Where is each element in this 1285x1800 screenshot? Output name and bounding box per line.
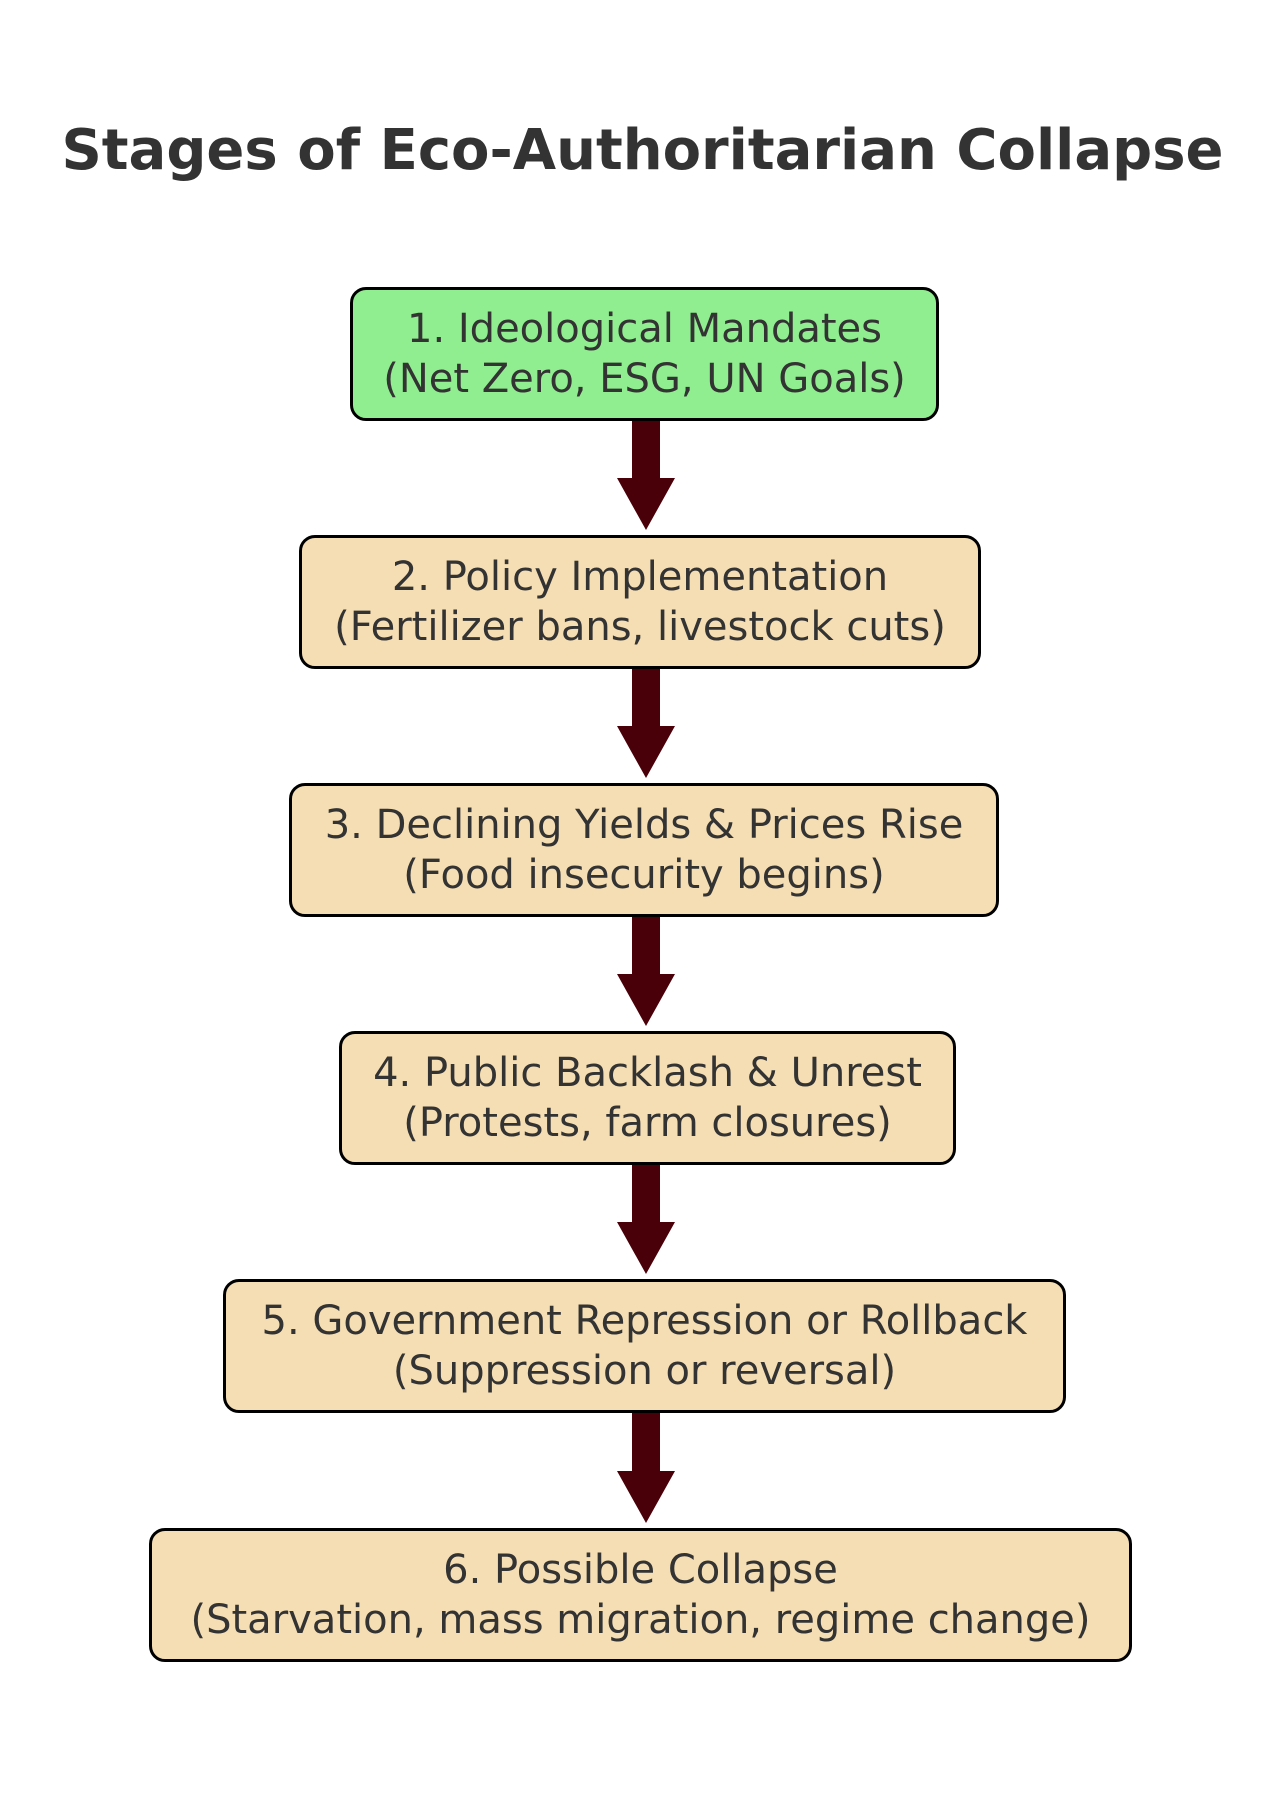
stage-2-detail: (Fertilizer bans, livestock cuts)	[334, 604, 946, 650]
diagram-title: Stages of Eco-Authoritarian Collapse	[61, 118, 1224, 183]
stage-5-box: 5. Government Repression or Rollback (Su…	[223, 1279, 1066, 1413]
stage-3-detail: (Food insecurity begins)	[403, 852, 885, 898]
arrow-2-to-3	[617, 668, 675, 778]
arrow-4-to-5	[617, 1164, 675, 1274]
arrow-1-to-2	[617, 420, 675, 530]
stage-1-box: 1. Ideological Mandates (Net Zero, ESG, …	[350, 287, 939, 421]
stage-1-title: 1. Ideological Mandates	[407, 306, 882, 352]
stage-6-title: 6. Possible Collapse	[443, 1547, 838, 1593]
stage-5-title: 5. Government Repression or Rollback	[261, 1298, 1028, 1344]
stage-6-detail: (Starvation, mass migration, regime chan…	[190, 1597, 1091, 1643]
stage-4-box: 4. Public Backlash & Unrest (Protests, f…	[339, 1031, 956, 1165]
stage-3-box: 3. Declining Yields & Prices Rise (Food …	[289, 783, 999, 917]
stage-6-box: 6. Possible Collapse (Starvation, mass m…	[149, 1528, 1132, 1662]
stage-5-detail: (Suppression or reversal)	[392, 1348, 897, 1394]
stage-3-title: 3. Declining Yields & Prices Rise	[324, 802, 964, 848]
stage-4-title: 4. Public Backlash & Unrest	[373, 1050, 922, 1096]
stage-1-detail: (Net Zero, ESG, UN Goals)	[383, 356, 906, 402]
stage-2-box: 2. Policy Implementation (Fertilizer ban…	[299, 535, 981, 669]
arrow-3-to-4	[617, 916, 675, 1026]
arrow-5-to-6	[617, 1413, 675, 1523]
stage-4-detail: (Protests, farm closures)	[403, 1100, 892, 1146]
stage-2-title: 2. Policy Implementation	[391, 554, 889, 600]
